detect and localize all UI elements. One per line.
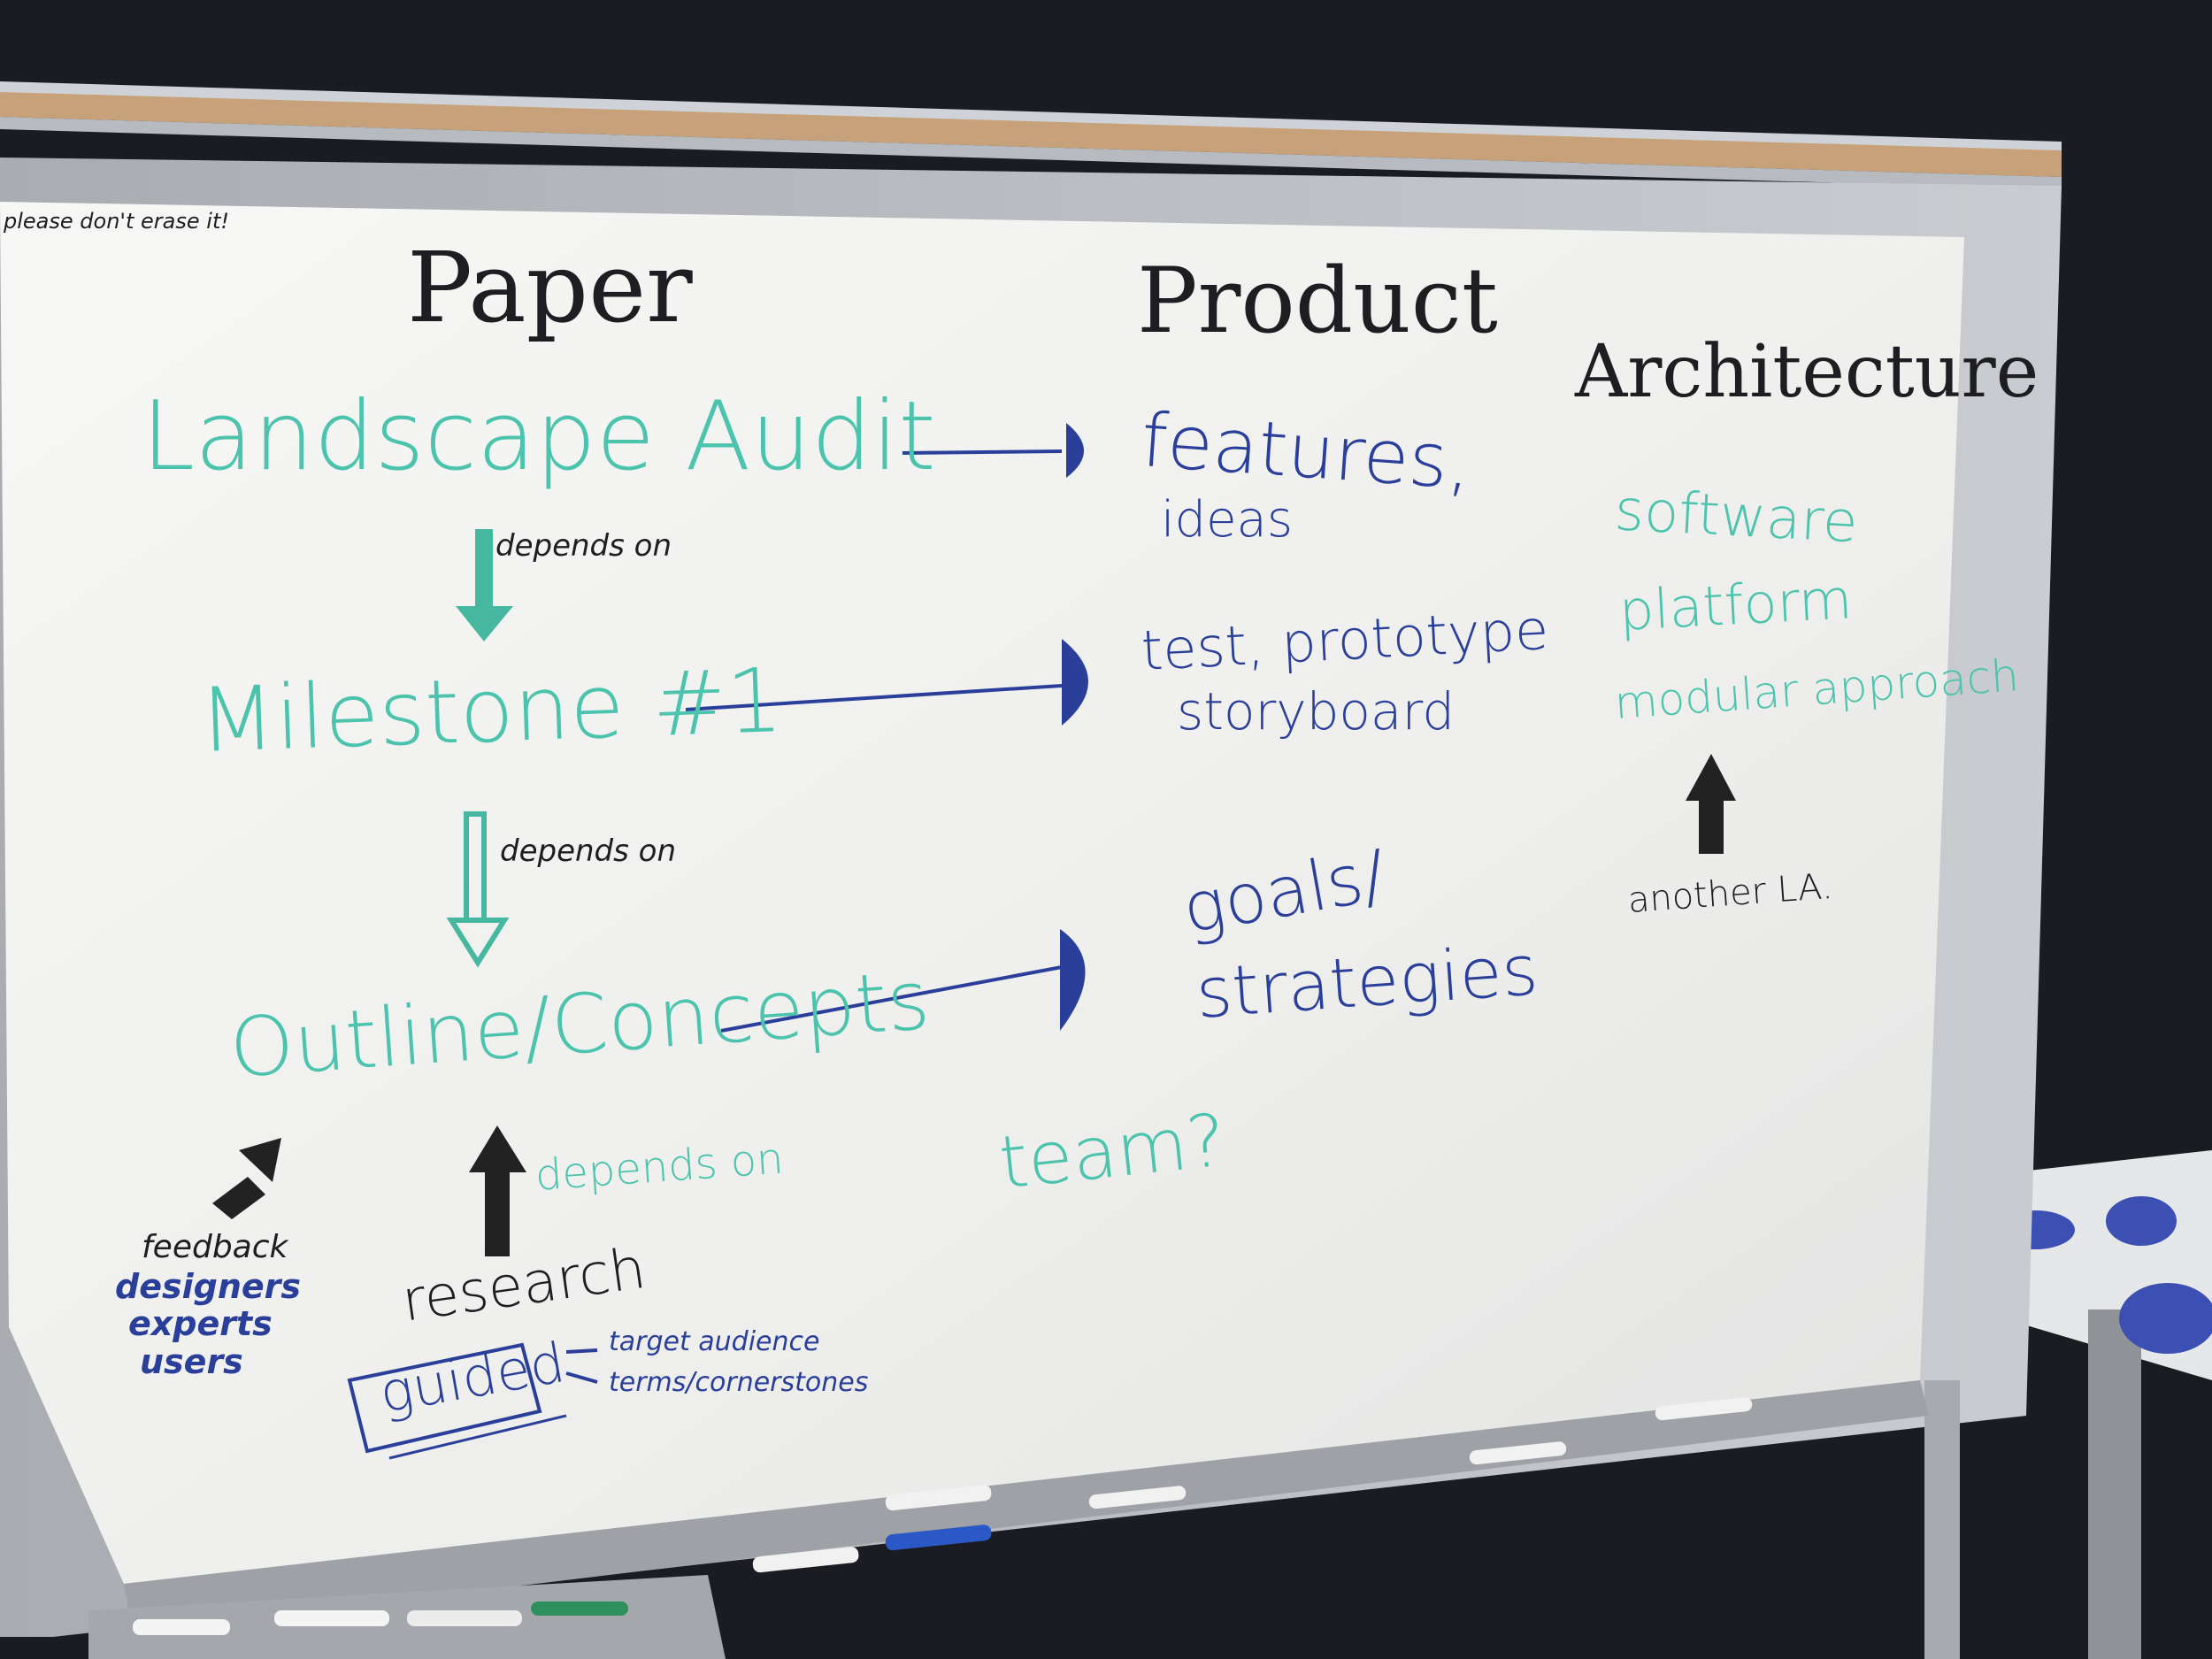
column-header-architecture: Architecture	[1575, 330, 2039, 414]
arrow-landscape-to-features	[902, 423, 1084, 478]
down-arrow-2	[446, 811, 510, 968]
marker-tray	[124, 1380, 1929, 1632]
designers-label: designers	[115, 1267, 302, 1306]
guided-box	[347, 1342, 542, 1454]
terms-cornerstones-label: terms/cornerstones	[609, 1367, 869, 1398]
landscape-audit-label: Landscape Audit	[142, 381, 936, 492]
target-audience-label: target audience	[609, 1326, 820, 1357]
storyboard-label: storyboard	[1177, 681, 1455, 741]
arrow-milestone-to-test	[685, 639, 1088, 726]
dont-erase-note: please don't erase it!	[4, 209, 229, 234]
cork-strip	[0, 90, 2062, 177]
feedback-label: feedback	[142, 1229, 288, 1265]
up-arrow-research	[469, 1125, 526, 1256]
side-desk	[1973, 1150, 2212, 1659]
column-header-product: Product	[1137, 249, 1498, 354]
up-arrow-architecture	[1686, 754, 1736, 854]
down-arrow-1	[456, 529, 513, 641]
platform-label: platform	[1617, 566, 1854, 643]
up-arrow-feedback	[212, 1138, 281, 1219]
stand-leg	[1924, 1380, 1960, 1659]
experts-label: experts	[128, 1304, 273, 1343]
users-label: users	[140, 1342, 243, 1381]
features-label: features,	[1138, 396, 1475, 506]
ideas-label: ideas	[1161, 491, 1294, 549]
arrow-outline-to-goals	[720, 929, 1086, 1033]
software-label: software	[1613, 478, 1860, 557]
column-header-paper: Paper	[407, 231, 693, 344]
depends-on-label-2: depends on	[500, 833, 677, 869]
depends-on-label-1: depends on	[495, 528, 672, 564]
milestone-label: Milestone #1	[196, 649, 785, 772]
tray-markers	[752, 1397, 1753, 1573]
